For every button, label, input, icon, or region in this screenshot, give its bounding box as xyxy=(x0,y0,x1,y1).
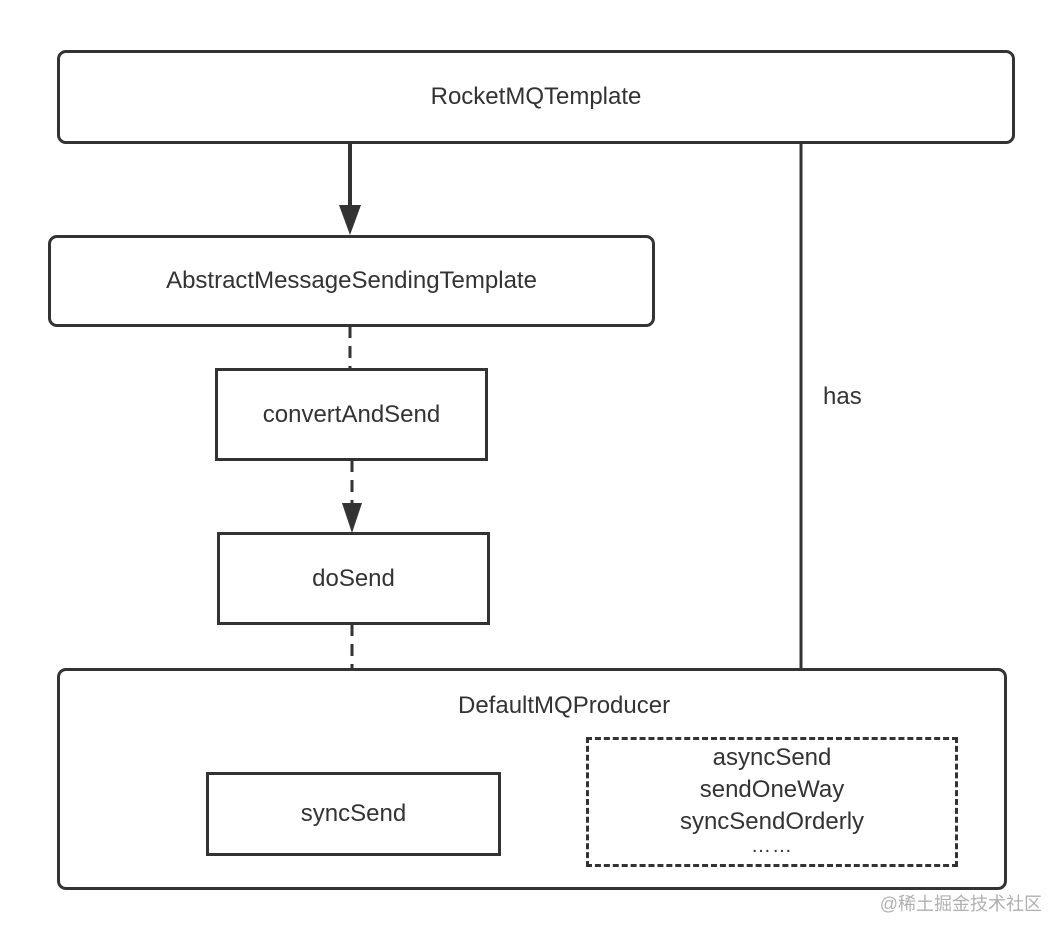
abstract-template-label: AbstractMessageSendingTemplate xyxy=(166,267,537,294)
watermark-text: @稀土掘金技术社区 xyxy=(879,894,1042,914)
has-edge-label: has xyxy=(823,383,862,410)
arrow-template-to-abstract-head xyxy=(339,205,361,235)
convert-and-send-label: convertAndSend xyxy=(262,400,441,428)
abstract-template-node: AbstractMessageSendingTemplate xyxy=(48,235,655,327)
method-ellipsis: …… xyxy=(751,835,793,857)
sync-send-label: syncSend xyxy=(300,800,407,827)
sync-send-node: syncSend xyxy=(206,772,501,856)
other-methods-list: asyncSend sendOneWay syncSendOrderly …… xyxy=(586,742,958,857)
do-send-node: doSend xyxy=(217,532,490,625)
default-mq-producer-label: DefaultMQProducer xyxy=(458,692,671,719)
other-methods-group xyxy=(586,737,958,867)
method-sync-send-orderly: syncSendOrderly xyxy=(679,808,865,835)
do-send-label: doSend xyxy=(312,564,395,592)
dashed-convert-to-dosend-head xyxy=(342,503,362,533)
convert-and-send-node: convertAndSend xyxy=(215,368,488,461)
method-send-one-way: sendOneWay xyxy=(699,776,845,803)
method-async-send: asyncSend xyxy=(712,744,832,771)
rocketmq-template-label: RocketMQTemplate xyxy=(430,83,642,110)
rocketmq-template-node: RocketMQTemplate xyxy=(57,50,1015,144)
